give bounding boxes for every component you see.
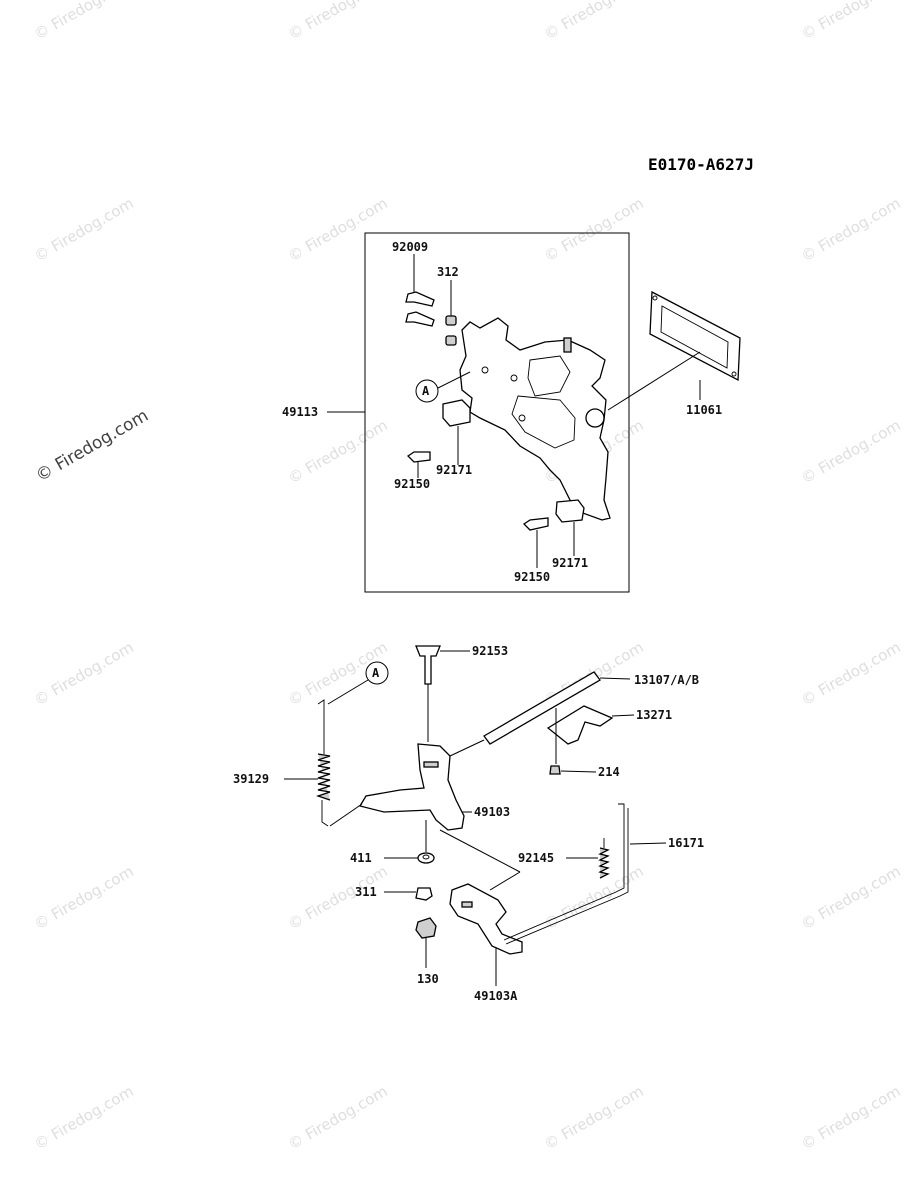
label-92009: 92009 xyxy=(392,240,428,254)
clip-92171-b xyxy=(555,499,585,523)
watermark: © Firedog.com xyxy=(798,416,904,487)
callout-a-letter: A xyxy=(422,384,430,398)
nut-311 xyxy=(415,887,433,901)
diagram-code: E0170-A627J xyxy=(648,155,754,174)
gasket-opening xyxy=(660,305,729,369)
label-92153: 92153 xyxy=(472,644,508,658)
callout-a-circle-lower xyxy=(365,661,389,685)
watermark: © Firedog.com xyxy=(31,862,137,933)
nut-312-b xyxy=(445,335,457,346)
watermark: © Firedog.com xyxy=(798,862,904,933)
watermark: © Firedog.com xyxy=(798,1082,904,1153)
watermark: © Firedog.com xyxy=(798,0,904,43)
watermark-large: © Firedog.com xyxy=(33,406,152,487)
bracket-hole xyxy=(518,414,526,422)
bracket-plate xyxy=(459,317,611,521)
bracket-slot-lower xyxy=(511,395,576,449)
bolt-92009-a xyxy=(405,291,435,307)
bracket-hole xyxy=(510,374,518,382)
watermark: © Firedog.com xyxy=(541,1082,647,1153)
watermarks: © Firedog.com © Firedog.com © Firedog.co… xyxy=(31,0,904,1153)
callout-a-letter-lower: A xyxy=(372,666,380,680)
watermark: © Firedog.com xyxy=(31,1082,137,1153)
pin-92153 xyxy=(415,645,441,685)
watermark: © Firedog.com xyxy=(798,194,904,265)
bracket-hole xyxy=(481,366,489,374)
label-130: 130 xyxy=(417,972,439,986)
watermark: © Firedog.com xyxy=(31,638,137,709)
lever-49103a-slot xyxy=(461,901,473,908)
bolt-92150-b xyxy=(522,517,549,531)
clip-92171-a xyxy=(442,399,471,427)
label-39129: 39129 xyxy=(233,772,269,786)
screw-214 xyxy=(549,765,561,775)
lever-49103a xyxy=(449,883,523,955)
label-13107: 13107/A/B xyxy=(634,673,699,687)
upper-assembly: A 92009 312 49113 11061 92171 92150 9217… xyxy=(282,232,741,593)
label-214: 214 xyxy=(598,765,620,779)
bolt-92009-b xyxy=(405,311,435,327)
label-92150-a: 92150 xyxy=(394,477,430,491)
bracket-hole xyxy=(585,408,605,428)
label-49103a: 49103A xyxy=(474,989,518,1003)
bracket-slot-upper xyxy=(527,355,571,397)
label-311: 311 xyxy=(355,885,377,899)
label-92171-b: 92171 xyxy=(552,556,588,570)
watermark: © Firedog.com xyxy=(285,416,391,487)
lever-slot xyxy=(423,761,439,768)
watermark: © Firedog.com xyxy=(541,194,647,265)
watermark: © Firedog.com xyxy=(798,638,904,709)
watermark: © Firedog.com xyxy=(31,194,137,265)
watermark: © Firedog.com xyxy=(285,0,391,43)
lever-49103 xyxy=(358,743,465,831)
watermark: © Firedog.com xyxy=(285,1082,391,1153)
label-13271: 13271 xyxy=(636,708,672,722)
spring-92145 xyxy=(598,838,610,879)
stud xyxy=(563,337,572,353)
label-411: 411 xyxy=(350,851,372,865)
watermark: © Firedog.com xyxy=(31,0,137,43)
gasket-hole xyxy=(652,295,658,301)
plate-13271 xyxy=(546,705,614,745)
label-16171: 16171 xyxy=(668,836,704,850)
spring-39129 xyxy=(315,699,331,827)
label-312: 312 xyxy=(437,265,459,279)
rod-16171 xyxy=(503,803,625,941)
label-49113: 49113 xyxy=(282,405,318,419)
gasket-11061 xyxy=(649,290,741,382)
label-92150-b: 92150 xyxy=(514,570,550,584)
bolt-130 xyxy=(415,917,437,939)
label-11061: 11061 xyxy=(686,403,722,417)
callout-a-circle xyxy=(415,379,439,403)
label-49103: 49103 xyxy=(474,805,510,819)
label-92145: 92145 xyxy=(518,851,554,865)
lower-assembly: A 92153 13107/A/B 13271 214 xyxy=(233,644,704,1003)
gasket-hole xyxy=(731,371,737,377)
watermark: © Firedog.com xyxy=(285,194,391,265)
nut-312-a xyxy=(445,315,457,326)
bolt-92150-a xyxy=(406,451,431,463)
washer-411 xyxy=(417,852,435,864)
label-92171-a: 92171 xyxy=(436,463,472,477)
watermark: © Firedog.com xyxy=(541,0,647,43)
